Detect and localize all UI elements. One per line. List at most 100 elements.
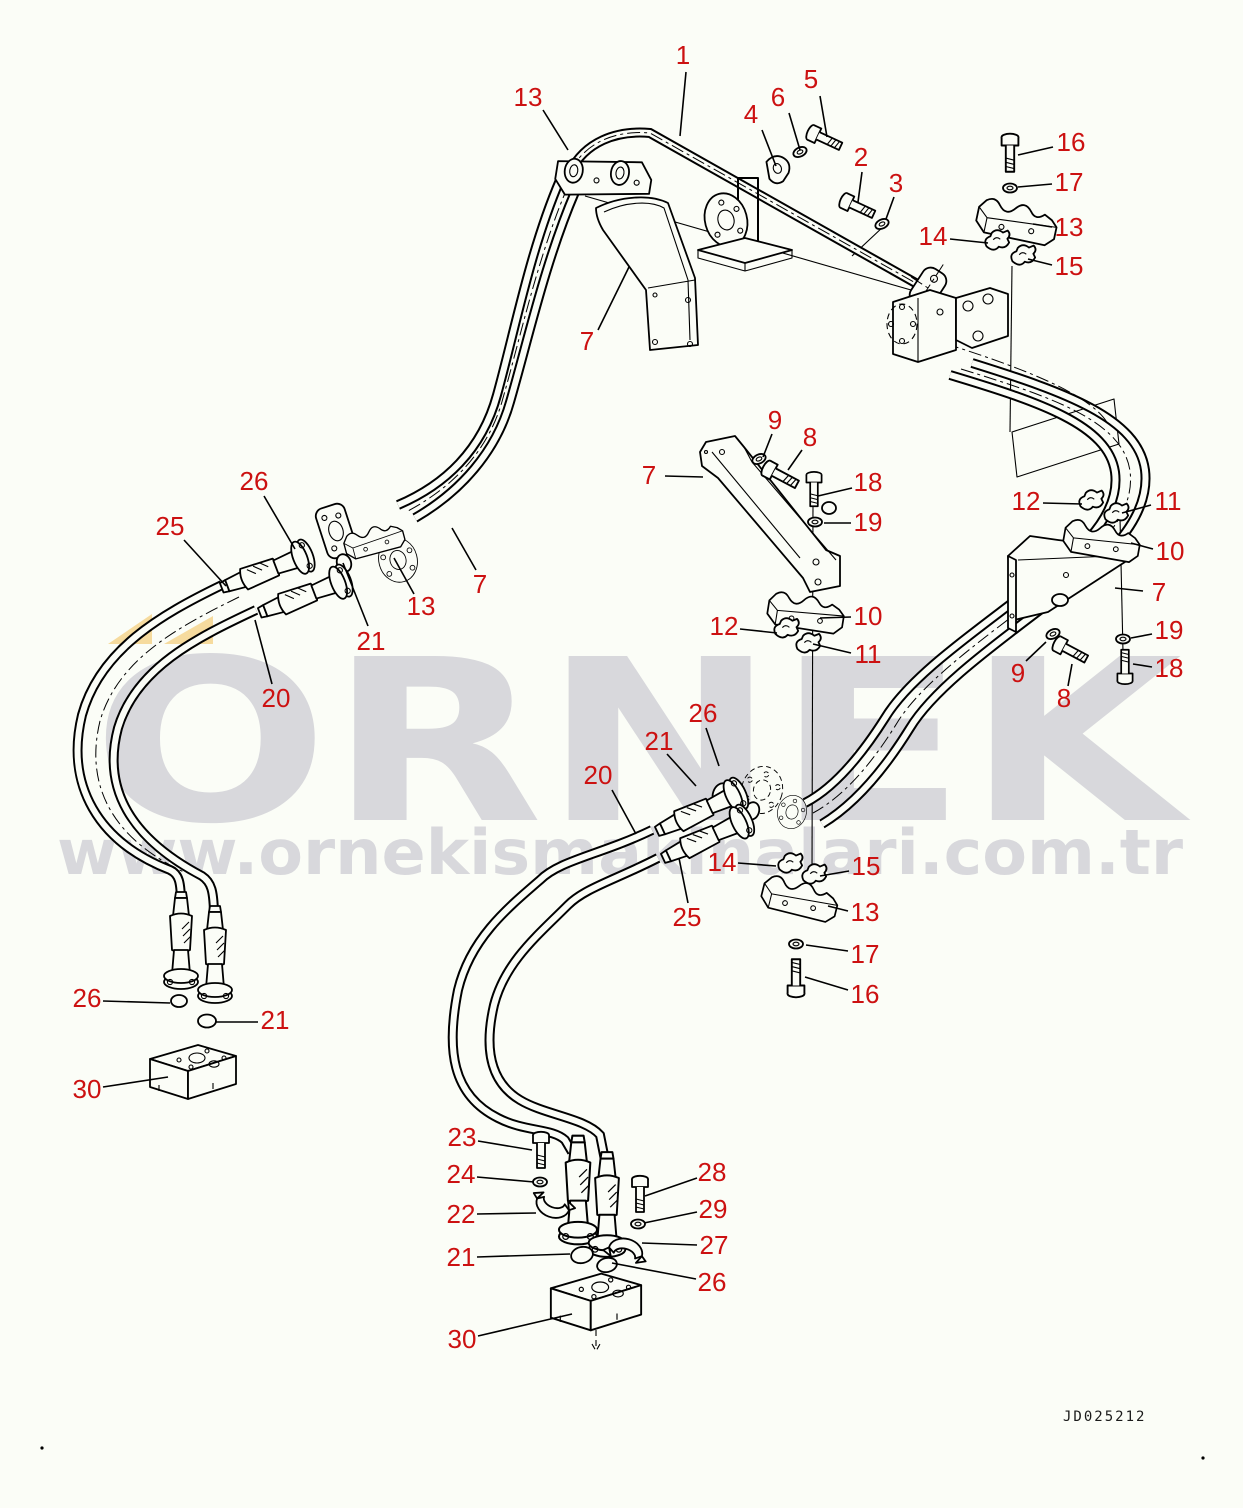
part-callout-10: 10 (1156, 536, 1185, 566)
leader-line (597, 266, 630, 331)
part-callout-26: 26 (240, 466, 269, 496)
leader-line (1132, 663, 1153, 668)
pipe-pair-left (396, 178, 580, 523)
leader-line (1067, 663, 1073, 687)
bolt-5 (803, 122, 845, 155)
mount-stand-top-center (697, 177, 793, 272)
hose-end-bottom-left-1 (163, 891, 199, 990)
leader-line (451, 527, 477, 571)
construction-line (1009, 265, 1013, 433)
part-callout-13: 13 (407, 591, 436, 621)
leader-line (644, 1177, 698, 1197)
part-callout-9: 9 (1011, 658, 1025, 688)
o-ring-21-bottom-left (197, 1013, 217, 1029)
washer-29 (630, 1218, 646, 1230)
leader-line (1042, 502, 1083, 505)
leader-line (761, 129, 777, 167)
part-callout-21: 21 (645, 726, 674, 756)
part-callout-21: 21 (261, 1005, 290, 1035)
elbow-fitting-4 (765, 155, 791, 185)
valve-block-30-left (149, 1044, 237, 1100)
leader-line (666, 753, 697, 787)
washer-19-right (1115, 633, 1131, 645)
leader-line (737, 862, 777, 867)
bolt-16-top (1000, 132, 1020, 173)
clip-12-right (1076, 486, 1107, 513)
part-callout-13: 13 (514, 82, 543, 112)
page-dots (40, 1446, 1205, 1460)
part-callout-11: 11 (1155, 486, 1182, 516)
leader-line (1130, 633, 1153, 639)
leader-line (477, 1140, 533, 1151)
part-callout-7: 7 (580, 326, 594, 356)
part-callout-5: 5 (804, 64, 818, 94)
washer-17-top (1002, 182, 1018, 194)
part-callout-16: 16 (851, 979, 880, 1009)
leader-line (679, 71, 687, 137)
bolt-16-bottom (786, 958, 806, 999)
leader-line (812, 643, 852, 654)
part-callout-3: 3 (889, 168, 903, 198)
hose-pair-center (447, 825, 661, 1161)
washer-6 (790, 144, 810, 160)
watermark-layer: ORNEK www.ornekismakinalari.com.tr (57, 612, 1191, 889)
part-callout-26: 26 (73, 983, 102, 1013)
leader-line (1025, 641, 1047, 662)
leader-line (542, 109, 569, 151)
part-callout-6: 6 (771, 82, 785, 112)
part-callout-26: 26 (689, 698, 718, 728)
part-callout-27: 27 (700, 1230, 729, 1260)
leader-line (1130, 542, 1154, 550)
leader-line (817, 487, 853, 497)
page-dot (40, 1446, 44, 1450)
part-callout-2: 2 (854, 142, 868, 172)
leader-line (1114, 587, 1144, 592)
part-callout-4: 4 (744, 99, 758, 129)
leader-line (827, 905, 849, 912)
part-callout-28: 28 (698, 1157, 727, 1187)
drawing-code: JD025212 (1063, 1409, 1146, 1425)
part-callout-25: 25 (156, 511, 185, 541)
orientation-arrow (591, 1330, 601, 1353)
washer-3 (872, 216, 892, 232)
part-callout-19: 19 (854, 507, 883, 537)
part-callout-7: 7 (473, 569, 487, 599)
part-callout-15: 15 (1055, 251, 1084, 281)
pump-assembly (886, 287, 1009, 363)
part-callout-20: 20 (262, 683, 291, 713)
line-art-layer (72, 122, 1151, 1353)
leader-line (393, 557, 415, 595)
leader-line (1017, 183, 1053, 188)
part-callout-7: 7 (1152, 577, 1166, 607)
hose-pair-left (72, 580, 259, 919)
page-dot (1201, 1456, 1205, 1460)
bolt-2 (836, 190, 878, 223)
part-callout-30: 30 (448, 1324, 477, 1354)
leader-line (102, 1076, 169, 1088)
part-callout-15: 15 (852, 851, 881, 881)
bracket-top-left (595, 196, 699, 351)
part-callout-18: 18 (1155, 653, 1184, 683)
leader-line (819, 95, 828, 138)
leader-line (885, 196, 895, 220)
bolt-18-middle (805, 471, 823, 508)
washer-24 (532, 1176, 548, 1188)
leader-line (476, 1212, 537, 1215)
part-callout-10: 10 (854, 601, 883, 631)
leader-line (611, 789, 637, 835)
clamp-block-top-left (554, 157, 653, 196)
leader-line (1027, 258, 1053, 266)
part-callout-8: 8 (803, 422, 817, 452)
leader-line (641, 1242, 698, 1246)
part-callout-20: 20 (584, 760, 613, 790)
part-callout-11: 11 (855, 639, 882, 669)
leader-line (787, 449, 803, 471)
valve-block-30-mid (549, 1272, 643, 1332)
leader-line (819, 870, 850, 877)
leader-line (804, 976, 849, 991)
part-callout-21: 21 (447, 1242, 476, 1272)
leader-line (664, 475, 704, 478)
part-callout-14: 14 (919, 221, 948, 251)
